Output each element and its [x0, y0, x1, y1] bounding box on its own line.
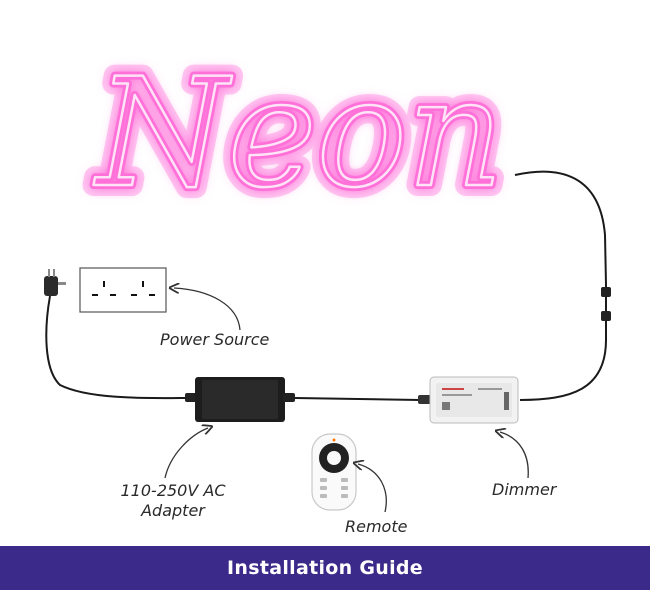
- dimmer-unit: [418, 376, 519, 424]
- cable-connector-top: [601, 287, 611, 297]
- power-plug: [44, 269, 66, 296]
- neon-sign-glow: Neon: [94, 47, 504, 221]
- cable-connector-bottom: [601, 311, 611, 321]
- footer-title: Installation Guide: [227, 557, 423, 579]
- adapter-label-line2: Adapter: [141, 501, 205, 520]
- dimmer-arrow: [500, 432, 529, 479]
- sign-cable: [514, 170, 607, 401]
- neon-sign-core: Neon: [94, 47, 504, 221]
- neon-sign: Neon Neon Neon: [83, 36, 515, 232]
- adapter-label-line1: 110-250V AC: [120, 481, 226, 500]
- dimmer-label: Dimmer: [492, 480, 557, 499]
- plug-cable: [45, 295, 196, 400]
- footer-banner: Installation Guide: [0, 546, 650, 590]
- installation-diagram: Neon Neon Neon: [44, 36, 611, 513]
- adapter-label: 110-250V AC Adapter: [108, 481, 238, 521]
- neon-sign-tube: Neon: [94, 47, 504, 221]
- remote-label: Remote: [345, 517, 408, 536]
- adapter-cable: [294, 397, 421, 401]
- power-socket: [79, 267, 167, 313]
- power-source-arrow: [174, 288, 241, 331]
- remote-arrow: [358, 464, 387, 513]
- power-source-label: Power Source: [160, 330, 270, 349]
- ac-adapter: [185, 377, 295, 422]
- remote-control: [311, 433, 357, 511]
- adapter-arrow: [164, 428, 208, 479]
